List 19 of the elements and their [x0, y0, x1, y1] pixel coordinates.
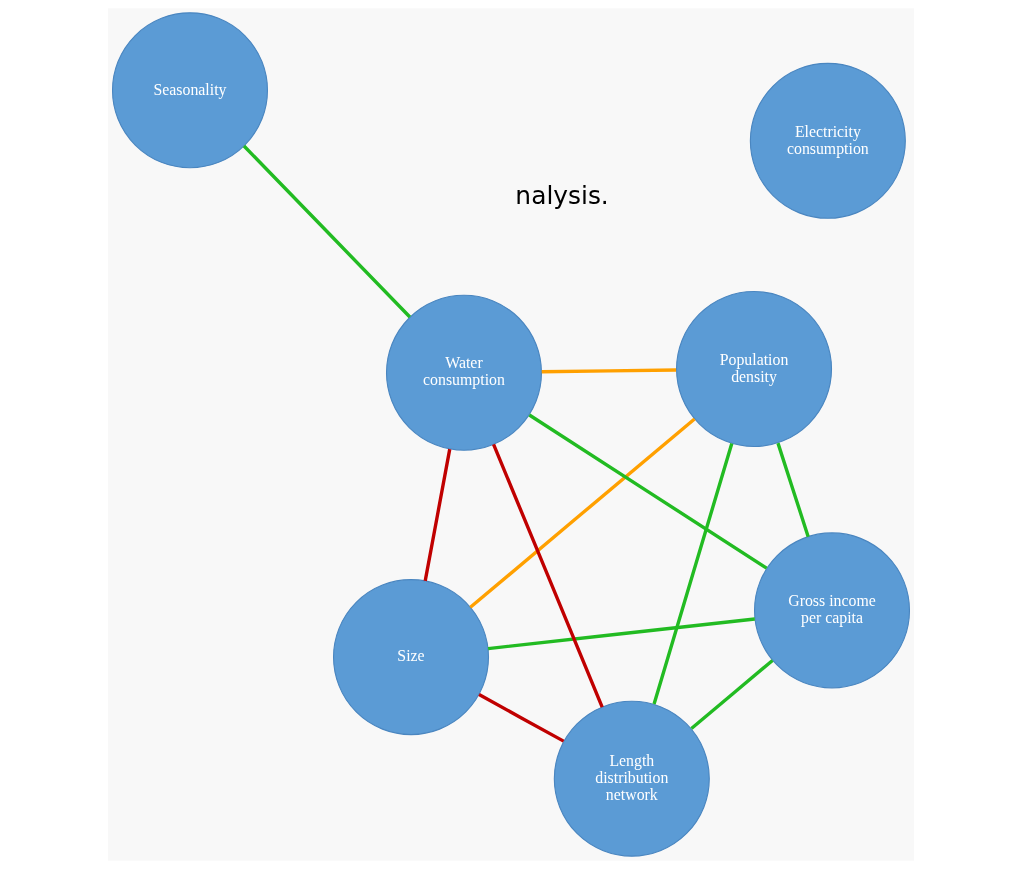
label: nalysis.	[514, 181, 609, 211]
connector	[242, 144, 411, 319]
connector	[527, 413, 768, 570]
connector	[541, 368, 676, 374]
node-circle: Water consumption	[385, 294, 542, 451]
node-circle: Electricity consumption	[749, 62, 906, 219]
node-circle: Seasonality	[111, 12, 268, 169]
connector	[491, 443, 604, 708]
node-circle: Size	[332, 579, 489, 736]
connector	[651, 443, 733, 705]
connector	[468, 417, 696, 609]
connector	[423, 448, 451, 582]
connector	[487, 617, 755, 651]
node-circle: Gross income per capita	[753, 532, 910, 689]
connector	[477, 693, 564, 743]
connector	[775, 442, 810, 538]
connector	[689, 659, 774, 730]
node-circle: Length distribution network	[553, 700, 710, 857]
node-circle: Population density	[675, 290, 832, 448]
